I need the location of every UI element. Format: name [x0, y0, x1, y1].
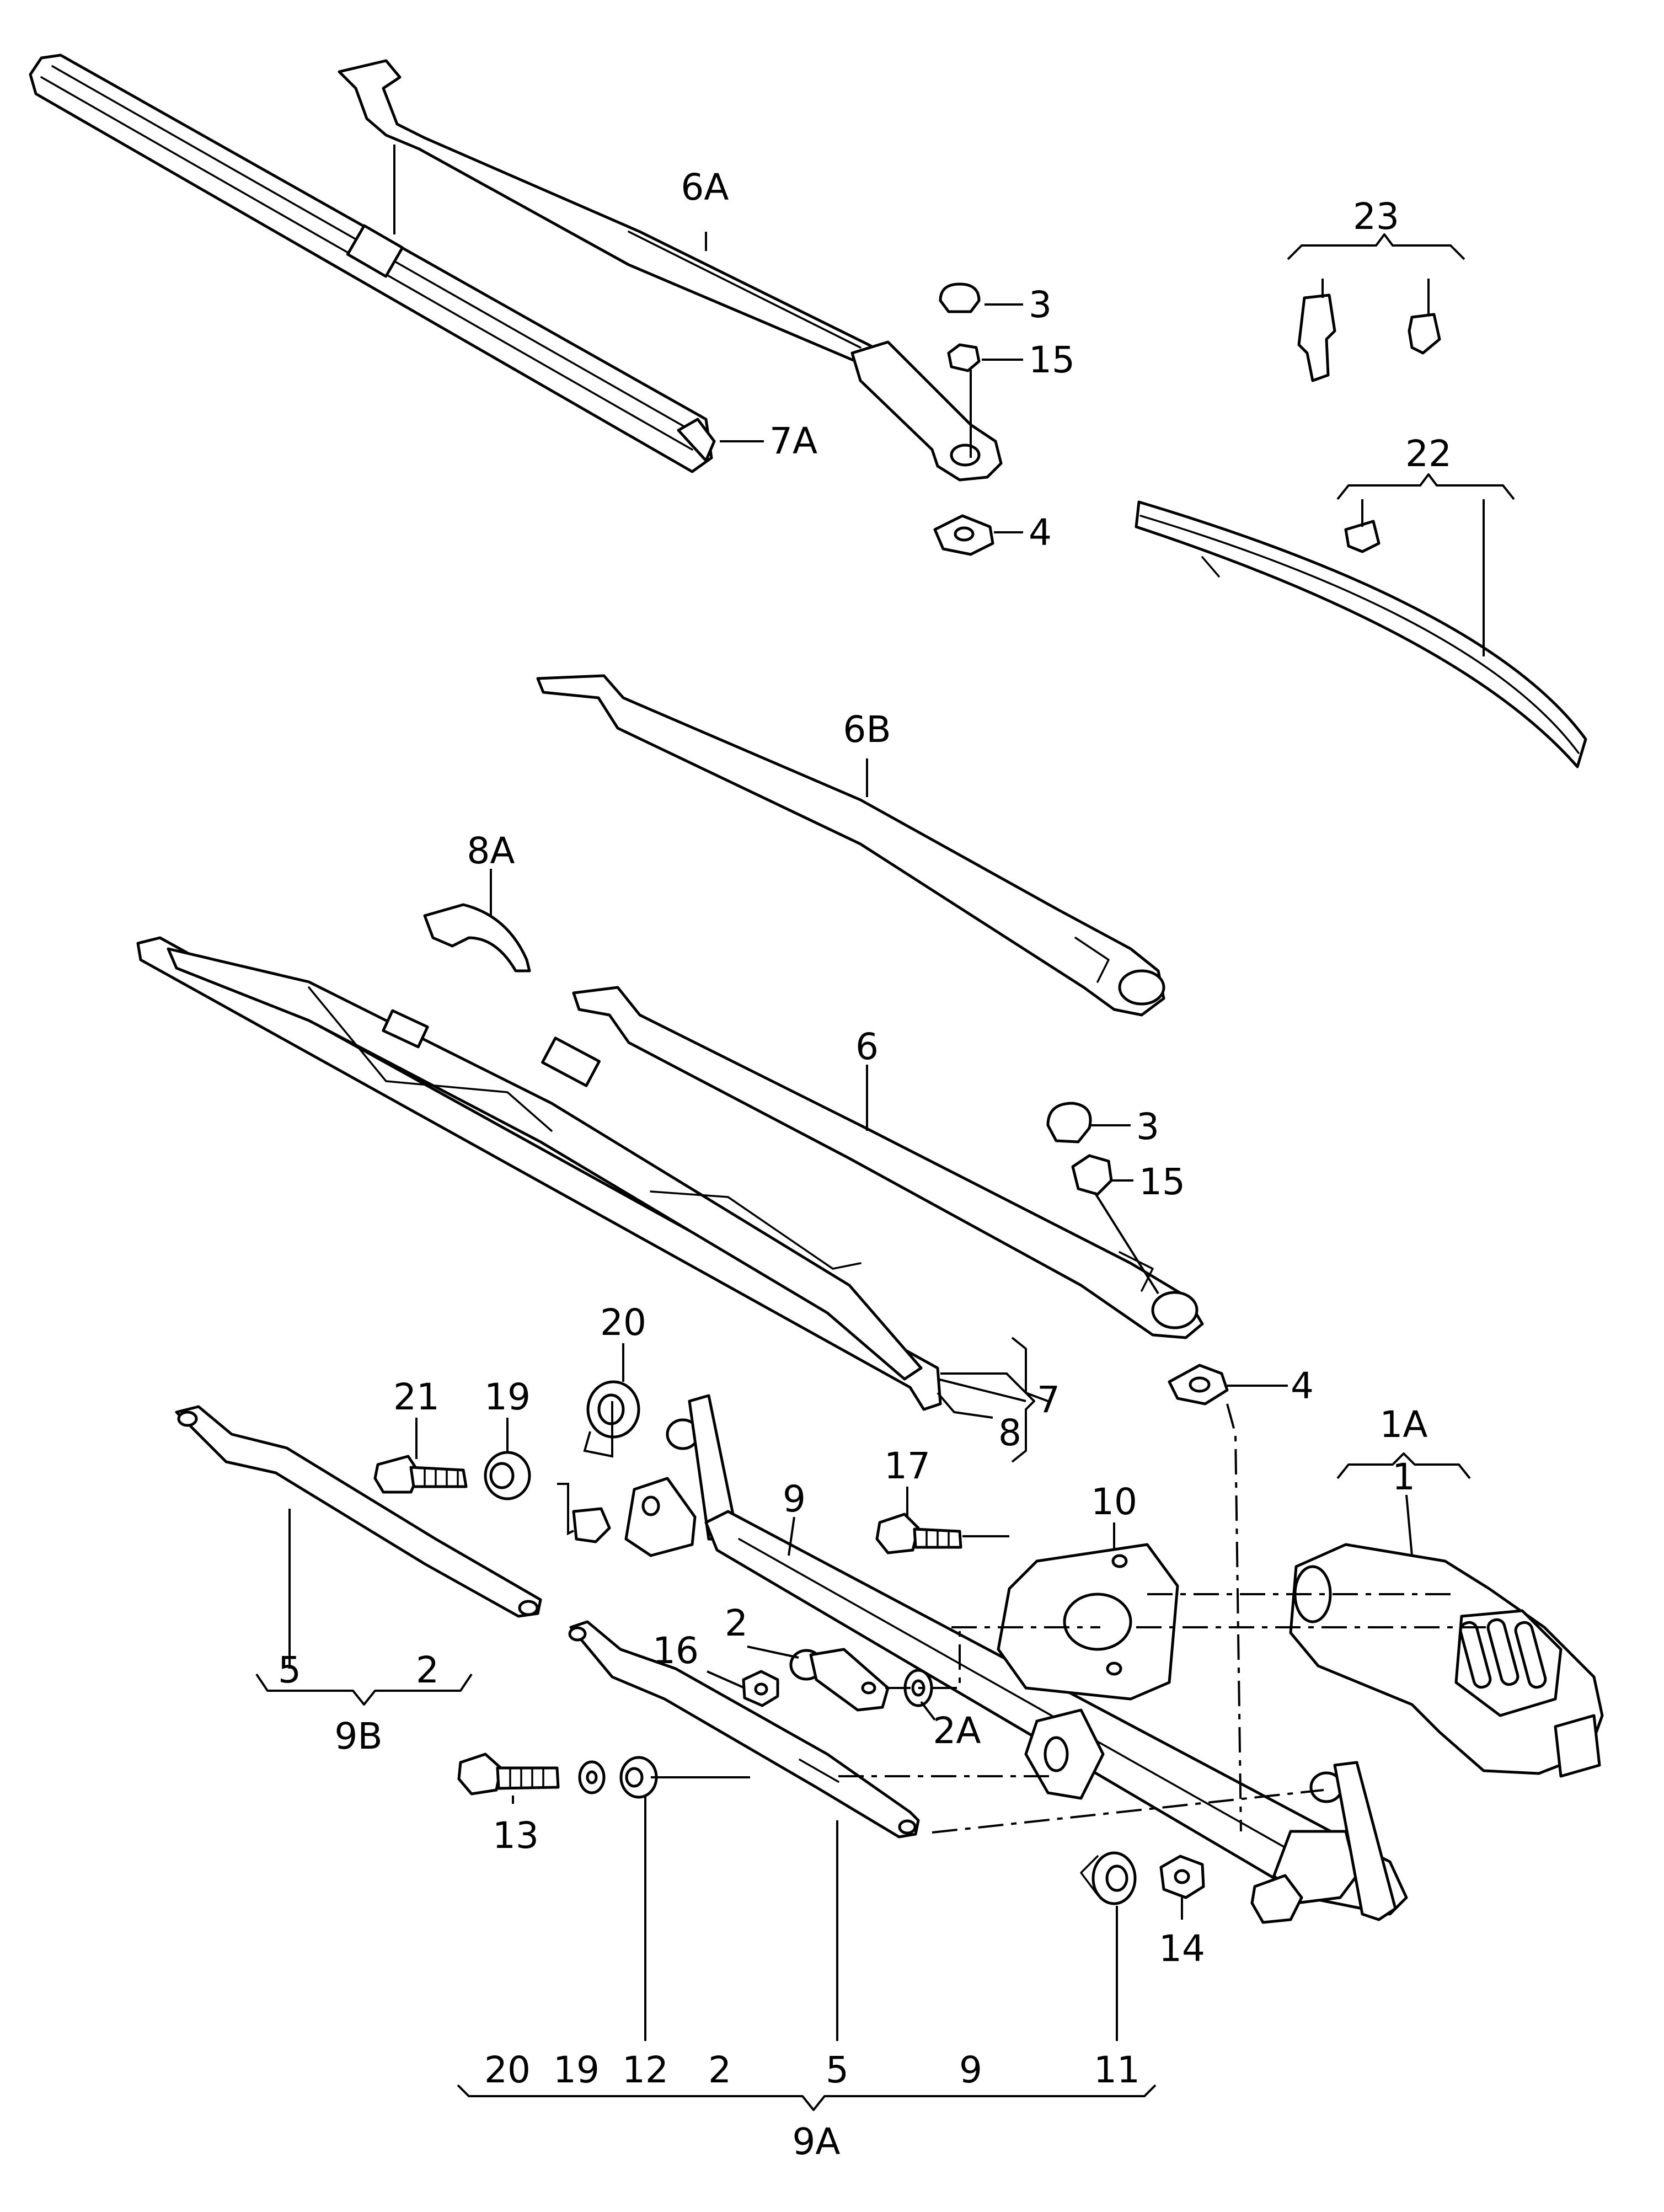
wiper-motor-1 [1289, 1543, 1604, 1778]
washer-4-middle [1168, 1364, 1229, 1406]
wiper-arm-6 [572, 986, 1204, 1339]
callout-2A: 2A [933, 1709, 981, 1752]
callout-key-12: 12 [622, 2049, 668, 2091]
callout-6: 6 [855, 1025, 879, 1068]
callout-3-middle: 3 [1136, 1105, 1159, 1148]
grommet-11 [1080, 1851, 1137, 1905]
washer-4-top [933, 514, 994, 556]
cap-3-top [939, 282, 981, 313]
callout-4-top: 4 [1029, 511, 1052, 554]
linkage-rod-5-upper [175, 1405, 542, 1618]
brackets [255, 233, 1515, 2111]
callout-9: 9 [783, 1478, 806, 1520]
wiper-arm-6B [536, 674, 1165, 1017]
callout-7A: 7A [769, 420, 817, 462]
callout-key-9: 9 [959, 2049, 982, 2091]
callout-8: 8 [998, 1412, 1021, 1454]
wiper-blade-7A [29, 54, 716, 473]
callout-key-20: 20 [484, 2049, 531, 2091]
wiper-arm-6A [338, 59, 1003, 482]
callout-22: 22 [1405, 432, 1452, 475]
bolt-17 [875, 1513, 962, 1554]
callout-7: 7 [1037, 1379, 1060, 1421]
adapter-8A [423, 903, 531, 973]
callout-1A: 1A [1379, 1403, 1427, 1446]
callout-2-9B: 2 [416, 1649, 439, 1691]
callout-labels: 6A 3 15 7A 4 23 22 6B 8A 6 3 15 4 20 21 … [278, 166, 1452, 2163]
callout-10: 10 [1091, 1481, 1137, 1523]
linkage-rod-5-lower [568, 1620, 920, 1839]
callout-6B: 6B [843, 708, 891, 751]
callout-3-top: 3 [1029, 284, 1052, 326]
washer-19 [484, 1451, 531, 1500]
callout-2-upper: 2 [725, 1602, 748, 1644]
callout-13: 13 [493, 1814, 539, 1857]
callout-4-middle: 4 [1291, 1365, 1314, 1407]
wiper-blade-7 [136, 936, 942, 1411]
callout-14: 14 [1159, 1927, 1205, 1970]
callout-20-top: 20 [600, 1301, 646, 1344]
callout-15-middle: 15 [1139, 1161, 1185, 1203]
cover-strip-22 [1135, 500, 1587, 768]
callout-key-19: 19 [553, 2049, 600, 2091]
callout-key-5: 5 [826, 2049, 849, 2091]
callout-5-upper: 5 [278, 1649, 301, 1691]
nut-14 [1159, 1855, 1205, 1899]
bolt-21 [373, 1455, 468, 1494]
callout-17: 17 [884, 1445, 930, 1487]
callout-19-top: 19 [484, 1376, 531, 1418]
callout-key-11: 11 [1094, 2049, 1140, 2091]
callout-23: 23 [1353, 195, 1399, 238]
washer-12 [578, 1756, 658, 1799]
clips-23 [1297, 293, 1441, 382]
ball-stud-2-upper [789, 1648, 890, 1712]
cap-3-middle [1046, 1102, 1092, 1144]
nut-15-middle [1071, 1154, 1113, 1196]
leader-lines [288, 145, 1485, 2041]
callout-key-2: 2 [708, 2049, 731, 2091]
callout-15-top: 15 [1029, 339, 1075, 381]
nut-16 [742, 1670, 779, 1707]
callout-9A: 9A [792, 2120, 840, 2163]
callout-8A: 8A [467, 830, 515, 872]
callout-21: 21 [393, 1376, 440, 1418]
callout-1: 1 [1392, 1456, 1415, 1498]
alignment-lines [838, 1403, 1489, 1834]
nut-15-top [947, 343, 981, 372]
callout-6A: 6A [681, 166, 729, 209]
callout-9B: 9B [334, 1715, 382, 1757]
callout-16: 16 [652, 1629, 699, 1672]
bolt-13 [457, 1752, 560, 1796]
